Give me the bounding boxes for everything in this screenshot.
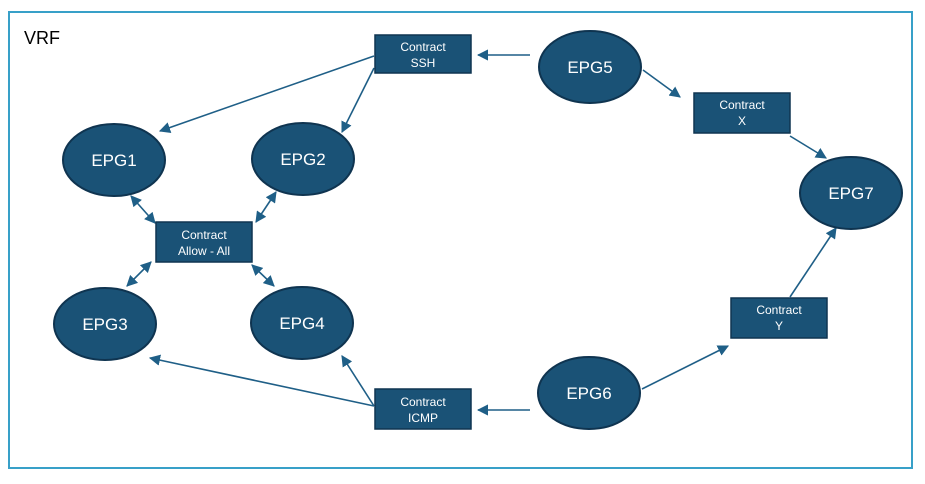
epg6-node: EPG6 — [537, 356, 641, 430]
contract-y-line2: Y — [775, 319, 783, 333]
contract-allow-all-box: Contract Allow - All — [155, 221, 253, 263]
epg7-node: EPG7 — [799, 156, 903, 230]
edge-epg5-x — [642, 69, 681, 98]
contract-icmp-box: Contract ICMP — [374, 388, 472, 430]
contract-icmp-line2: ICMP — [408, 411, 438, 425]
edge-epg6-y — [641, 345, 730, 390]
epg3-label: EPG3 — [82, 315, 127, 334]
epg3-node: EPG3 — [53, 287, 157, 361]
epg5-label: EPG5 — [567, 58, 612, 77]
edge-epg4-allowall — [251, 264, 275, 287]
epg6-label: EPG6 — [566, 384, 611, 403]
contract-allow-all-line2: Allow - All — [178, 244, 230, 258]
epg4-label: EPG4 — [279, 314, 324, 333]
epg2-label: EPG2 — [280, 150, 325, 169]
contract-x-line1: Contract — [719, 98, 765, 112]
contract-ssh-line2: SSH — [411, 56, 436, 70]
epg7-label: EPG7 — [828, 184, 873, 203]
edge-epg1-allowall — [130, 195, 156, 224]
edge-epg2-allowall — [255, 191, 277, 223]
contract-icmp-line1: Contract — [400, 395, 446, 409]
edge-icmp-epg3 — [148, 354, 375, 407]
edge-epg3-allowall — [126, 261, 152, 287]
contract-x-box: Contract X — [693, 92, 791, 134]
epg2-node: EPG2 — [251, 122, 355, 196]
contract-y-box: Contract Y — [730, 297, 828, 339]
contract-y-line1: Contract — [756, 303, 802, 317]
vrf-frame — [8, 11, 913, 469]
edge-x-epg7 — [789, 135, 827, 159]
edge-icmp-epg4 — [341, 355, 375, 407]
edge-y-epg7 — [789, 227, 837, 298]
epg1-node: EPG1 — [62, 123, 166, 197]
edge-ssh-epg2 — [341, 67, 375, 134]
edge-ssh-epg1 — [158, 55, 375, 133]
epg5-node: EPG5 — [538, 30, 642, 104]
epg1-label: EPG1 — [91, 151, 136, 170]
vrf-label: VRF — [24, 28, 60, 48]
contract-ssh-box: Contract SSH — [374, 34, 472, 74]
contract-ssh-line1: Contract — [400, 40, 446, 54]
contract-allow-all-line1: Contract — [181, 228, 227, 242]
epg4-node: EPG4 — [250, 286, 354, 360]
contract-x-line2: X — [738, 114, 746, 128]
